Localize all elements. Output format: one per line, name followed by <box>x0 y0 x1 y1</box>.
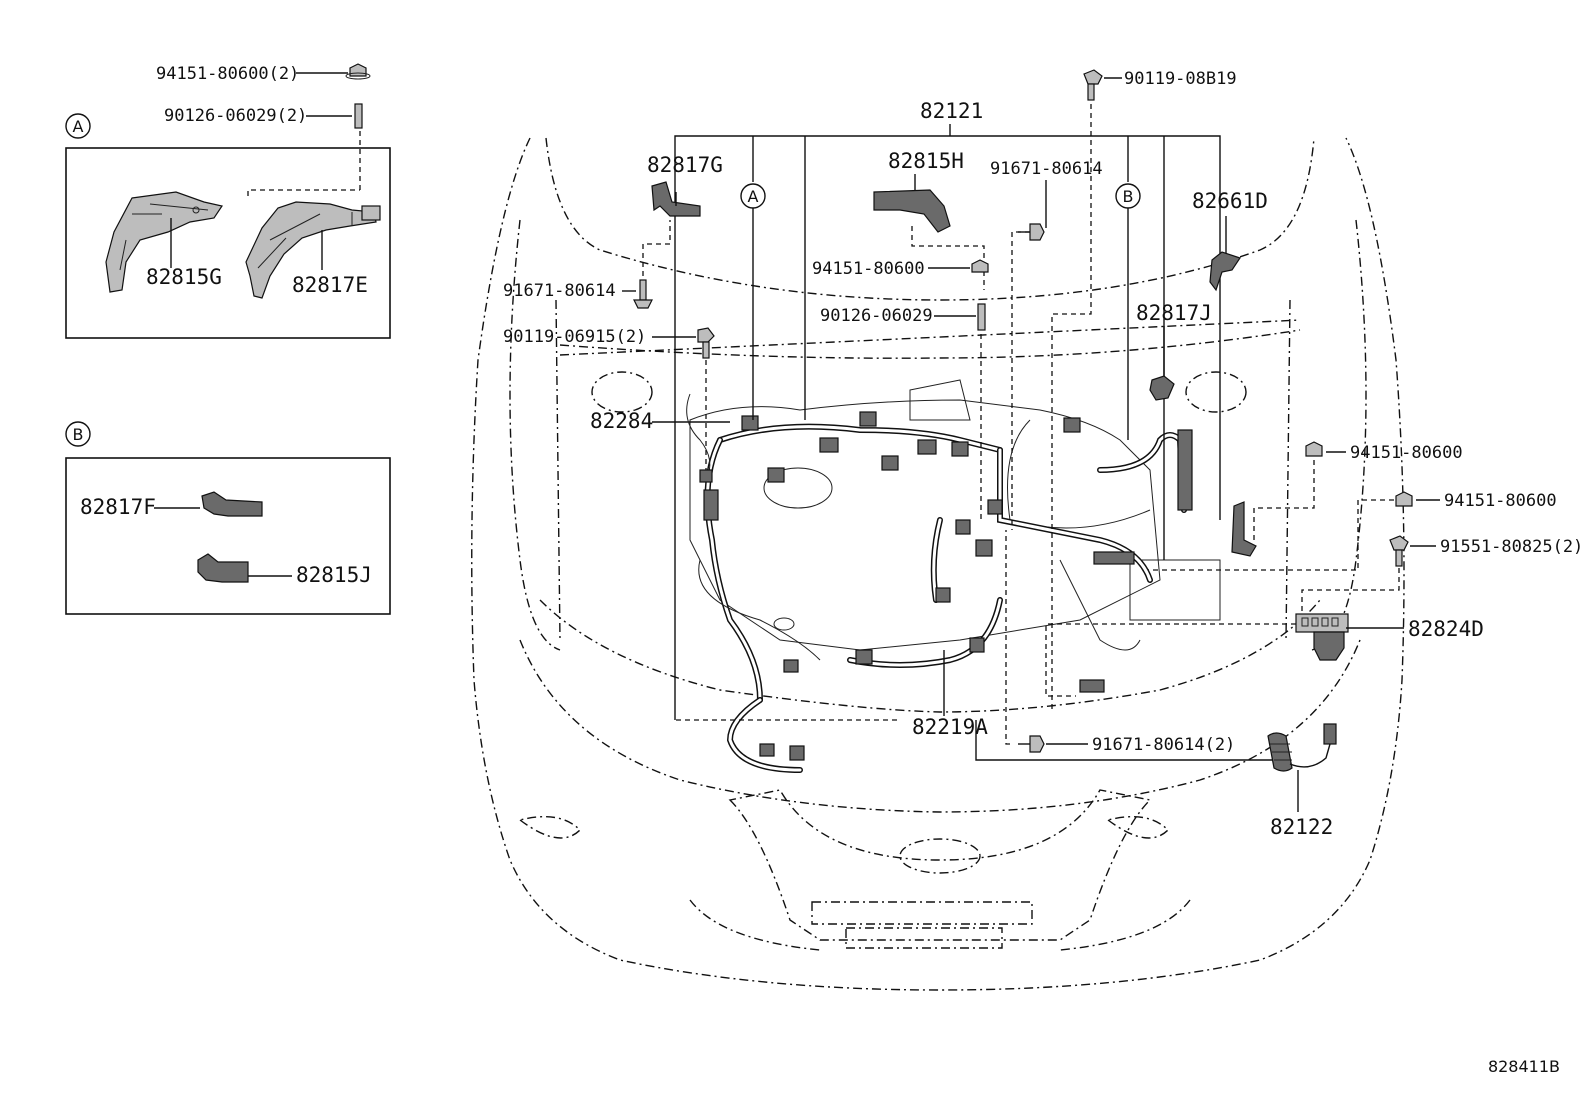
bolt-91671-80614-top: 91671-80614 <box>990 159 1103 530</box>
part-82122-label: 82122 <box>1270 815 1333 839</box>
part-82661d: 82661D <box>1192 189 1268 292</box>
inset-a-marker: A <box>73 117 84 136</box>
part-82815h: 82815H <box>873 149 985 290</box>
nut-94151-80600-r1-label: 94151-80600 <box>1350 443 1463 463</box>
part-82284-label: 82284 <box>590 409 653 433</box>
engine-wire-harness <box>698 411 1193 773</box>
part-82824d-label: 82824D <box>1408 617 1484 641</box>
bolt-91671-80614-left-label: 91671-80614 <box>503 281 616 301</box>
inset-a: A 82815G 82817E <box>65 113 391 339</box>
inset-b: B 82817F 82815J <box>65 421 391 615</box>
inset-a-frame <box>65 147 391 339</box>
bolt-91671-80614-bottom-label: 91671-80614(2) <box>1092 735 1235 755</box>
bolt-90119-08b19-label: 90119-08B19 <box>1124 69 1237 89</box>
inset-b-marker-circle <box>65 421 91 447</box>
inset-a-marker-circle <box>65 113 91 139</box>
harness-sleeve <box>1177 429 1193 511</box>
vehicle-body-outline <box>471 137 1405 991</box>
stud-90126-06029-mid-label: 90126-06029 <box>820 306 933 326</box>
inset-b-marker: B <box>73 425 84 444</box>
part-82817g: 82817G <box>647 153 723 217</box>
bolt-91671-80614-bottom: 91671-80614(2) <box>1005 530 1235 755</box>
stud-90126-06029-mid: 90126-06029 <box>820 303 986 520</box>
bolt-90119-06915-label: 90119-06915(2) <box>503 327 646 347</box>
callout-b-circle <box>1115 183 1141 209</box>
part-82817f-label: 82817F <box>80 495 156 519</box>
bolt-91671-80614-top-label: 91671-80614 <box>990 159 1103 179</box>
bolt-91671-80614-left: 91671-80614 <box>503 220 671 309</box>
bolt-91551-80825-label: 91551-80825(2) <box>1440 537 1583 557</box>
part-82817j-label: 82817J <box>1136 301 1212 325</box>
part-82817g-label: 82817G <box>647 153 723 177</box>
bracket-82817e-shape <box>245 201 377 299</box>
part-82219a-label: 82219A <box>912 715 988 739</box>
part-82661d-label: 82661D <box>1192 189 1268 213</box>
nut-94151-80600-mid: 94151-80600 <box>812 259 989 279</box>
nut-94151-80600-r2: 94151-80600 <box>1148 491 1557 571</box>
callout-a-circle <box>740 183 766 209</box>
inset-b-frame <box>65 457 391 615</box>
bolt-91551-80825: 91551-80825(2) <box>1301 535 1583 614</box>
clamp-82815j-shape <box>197 553 249 583</box>
callout-a-marker: A <box>748 187 759 206</box>
part-82815g-label: 82815G <box>146 265 222 289</box>
part-82815j-label: 82815J <box>296 563 372 587</box>
bolt-90119-08b19: 90119-08B19 <box>1051 69 1237 712</box>
top-left-fasteners: 94151-80600(2) 90126-06029(2) <box>156 63 371 129</box>
part-82824d: 82824D <box>1045 613 1484 697</box>
part-82121-label: 82121 <box>920 99 983 123</box>
clamp-82817f-shape <box>201 491 263 517</box>
nut-94151-80600-r2-label: 94151-80600 <box>1444 491 1557 511</box>
part-82284: 82284 <box>590 393 730 483</box>
bracket-82815g-shape <box>105 191 223 293</box>
stud-90126-06029-2-label: 90126-06029(2) <box>164 106 307 126</box>
part-82815h-label: 82815H <box>888 149 964 173</box>
nut-94151-80600-r1: 94151-80600 <box>1231 441 1463 557</box>
part-82817e-label: 82817E <box>292 273 368 297</box>
bolt-90119-06915: 90119-06915(2) <box>503 327 715 470</box>
nut-94151-80600-2-label: 94151-80600(2) <box>156 64 299 84</box>
connector <box>741 415 759 431</box>
nut-icon <box>349 63 367 77</box>
callout-b-marker: B <box>1123 187 1134 206</box>
part-82817j: 82817J <box>1136 301 1212 401</box>
diagram-id: 828411B <box>1488 1057 1560 1076</box>
nut-94151-80600-mid-label: 94151-80600 <box>812 259 925 279</box>
stud-icon <box>354 103 363 129</box>
main-harness-leader: 82121 A B <box>674 99 1221 720</box>
part-82122: 82122 <box>1267 723 1337 839</box>
